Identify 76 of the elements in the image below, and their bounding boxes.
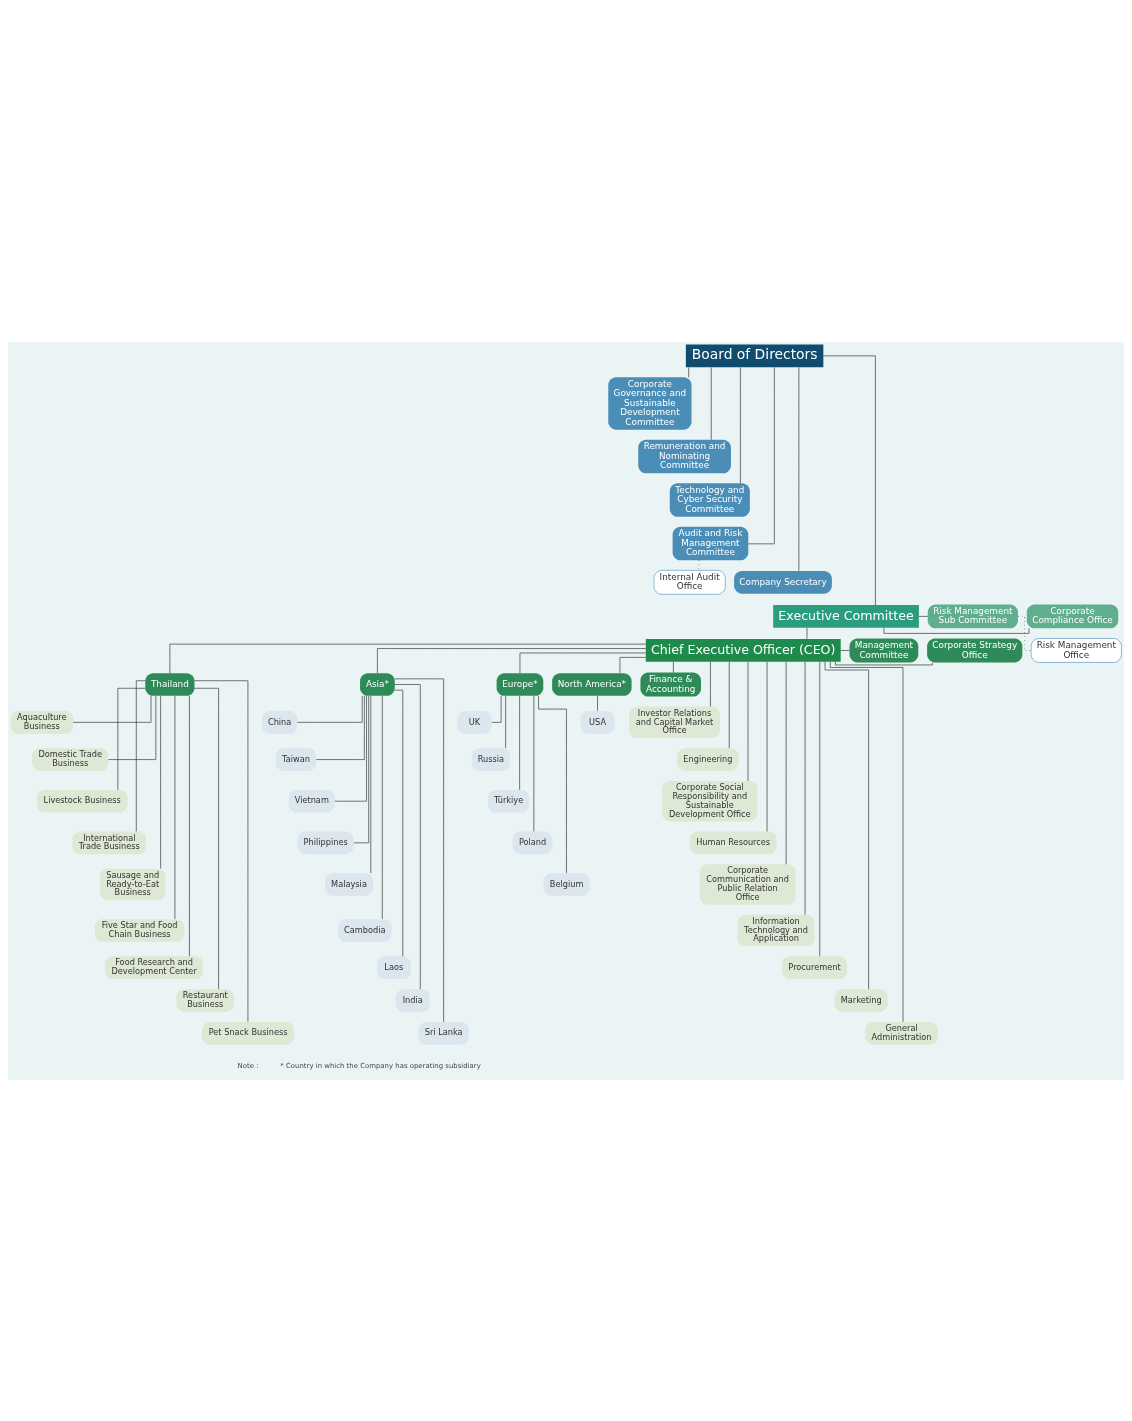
- connector: [835, 661, 933, 665]
- node-box: Marketing: [834, 988, 888, 1012]
- node-box: Finance & Accounting: [640, 672, 701, 696]
- node-box: Board of Directors: [685, 344, 824, 367]
- node-box: Information Technology and Application: [737, 914, 815, 946]
- node-box: Restaurant Business: [176, 988, 234, 1012]
- node-box: Corporate Communication and Public Relation Office: [699, 863, 796, 905]
- node-box: Corporate Governance and Sustainable Development Committee: [608, 376, 692, 430]
- node-box: UK: [457, 710, 492, 734]
- node-box: Livestock Business: [37, 789, 128, 813]
- connector: [189, 695, 190, 956]
- connector: [117, 687, 146, 790]
- connector: [597, 695, 598, 711]
- node-box: Investor Relations and Capital Market Office: [629, 706, 720, 738]
- node-box: Internal Audit Office: [653, 569, 726, 595]
- node-box: International Trade Business: [72, 831, 147, 854]
- connector: [108, 695, 157, 760]
- connector: [710, 661, 711, 707]
- node-box: Risk Management Office: [1030, 637, 1122, 663]
- connector: [538, 695, 567, 873]
- node-box: Europe*: [496, 672, 544, 696]
- connector: [883, 627, 1030, 634]
- connector: [377, 647, 646, 673]
- connector: [824, 661, 869, 989]
- node-box: Domestic Trade Business: [32, 747, 109, 771]
- node-box: Remuneration and Nominating Committee: [638, 439, 731, 473]
- node-box: Corporate Social Responsibility and Sustainable Development Office: [662, 780, 758, 821]
- node-box: Five Star and Food Chain Business: [94, 918, 185, 942]
- node-box: Thailand: [145, 672, 195, 696]
- node-box: Executive Committee: [773, 604, 919, 628]
- node-box: Risk Management Sub Committee: [927, 603, 1018, 628]
- connector: [748, 366, 775, 544]
- node-box: USA: [580, 710, 615, 734]
- node-box: General Administration: [865, 1021, 938, 1045]
- node-box: North America*: [552, 672, 632, 696]
- node-box: Asia*: [360, 672, 395, 696]
- connector: [72, 695, 152, 723]
- node-box: Philippines: [297, 831, 354, 854]
- node-box: Engineering: [677, 747, 739, 771]
- node-box: Corporate Strategy Office: [927, 637, 1023, 662]
- node-box: Technology and Cyber Security Committee: [669, 482, 750, 517]
- node-box: Company Secretary: [734, 570, 832, 594]
- node-box: Pet Snack Business: [202, 1021, 295, 1045]
- node-box: Vietnam: [288, 789, 335, 813]
- node-box: Türkiye: [488, 789, 530, 813]
- node-box: Malaysia: [325, 872, 373, 896]
- connector: [135, 679, 146, 832]
- node-box: China: [261, 710, 298, 734]
- connector: [740, 366, 741, 483]
- connector: [334, 695, 367, 801]
- node-box: Cambodia: [338, 918, 392, 942]
- node-box: Poland: [512, 831, 553, 854]
- node-box: Sri Lanka: [418, 1021, 469, 1045]
- node-box: Corporate Compliance Office: [1026, 603, 1119, 628]
- node-box: Chief Executive Officer (CEO): [645, 638, 841, 662]
- node-box: Audit and Risk Management Committee: [672, 526, 749, 560]
- connector: [823, 355, 876, 605]
- node-box: Russia: [471, 747, 511, 771]
- node-box: Sausage and Ready-to-Eat Business: [99, 868, 166, 900]
- node-box: Procurement: [782, 955, 847, 979]
- node-box: Taiwan: [275, 747, 317, 771]
- connector: [394, 683, 421, 989]
- connector: [798, 366, 800, 571]
- node-box: Laos: [376, 955, 411, 979]
- connector: [710, 366, 712, 440]
- connector: [829, 661, 904, 1022]
- node-box: India: [395, 988, 430, 1012]
- node-box: Belgium: [543, 872, 590, 896]
- node-box: Management Committee: [849, 637, 919, 662]
- connector: [619, 656, 647, 673]
- connector: [688, 366, 689, 378]
- connector: [840, 649, 850, 651]
- node-box: Aquaculture Business: [10, 710, 74, 734]
- connector: [316, 695, 365, 760]
- node-box: Food Research and Development Center: [104, 955, 204, 979]
- node-box: Human Resources: [689, 831, 777, 854]
